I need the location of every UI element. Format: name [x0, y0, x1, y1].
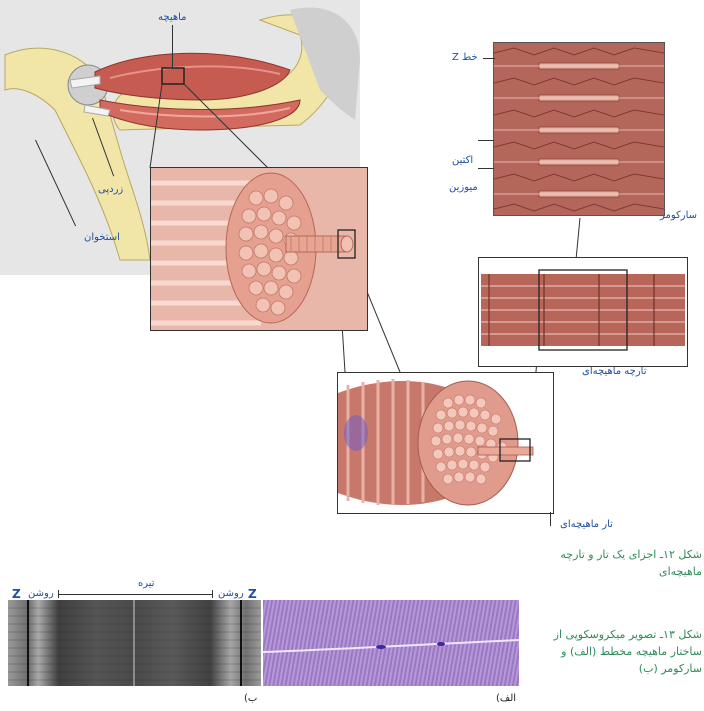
label-b: ب): [244, 693, 257, 704]
figure-13-caption-line-1: شکل ۱۳ـ تصویر میکروسکوپی از: [518, 626, 702, 643]
figure-13-caption: شکل ۱۳ـ تصویر میکروسکوپی از ساختار ماهیچ…: [518, 626, 702, 677]
label-myofibril: تارچه ماهیچه‌ای: [582, 366, 647, 377]
sarcomere-closeup: [493, 42, 665, 216]
label-z-line: خط Z: [452, 52, 478, 63]
fiber-box: [337, 372, 554, 514]
figure-12-caption-line-1: شکل ۱۲ـ اجزای یک تار و تارچه: [518, 546, 702, 563]
figure-13-caption-line-2: ساختار ماهیچه مخطط (الف) و: [518, 643, 702, 660]
striated-muscle-texture: [263, 600, 519, 686]
label-myosin: میوزین: [449, 182, 478, 193]
label-a: الف): [496, 693, 516, 704]
fascicle-box: [150, 167, 368, 331]
sarcomere-micrograph-texture: [8, 600, 261, 686]
label-light-right: روشن: [218, 588, 244, 599]
figure-12-caption-line-2: ماهیچه‌ای: [518, 563, 702, 580]
figure-12-caption: شکل ۱۲ـ اجزای یک تار و تارچه ماهیچه‌ای: [518, 546, 702, 580]
myofibril-illustration: [479, 258, 687, 366]
sarcomere-micrograph: [8, 600, 261, 686]
fascicle-illustration: [151, 168, 367, 330]
label-dark: تیره: [138, 578, 155, 589]
fiber-illustration: [338, 373, 553, 513]
figure-13-caption-line-3: سارکومر (ب): [518, 660, 702, 677]
label-actin: اکتین: [452, 155, 473, 166]
label-light-left: روشن: [28, 588, 54, 599]
sarcomere-illustration: [494, 43, 664, 215]
label-sarcomere: سارکومر: [660, 210, 697, 221]
myofibril-box: [478, 257, 688, 367]
striated-muscle-micrograph: [263, 600, 519, 686]
label-z-left: Z: [12, 587, 21, 601]
label-muscle-fiber: تار ماهیچه‌ای: [560, 519, 613, 530]
label-z-right: Z: [248, 587, 257, 601]
